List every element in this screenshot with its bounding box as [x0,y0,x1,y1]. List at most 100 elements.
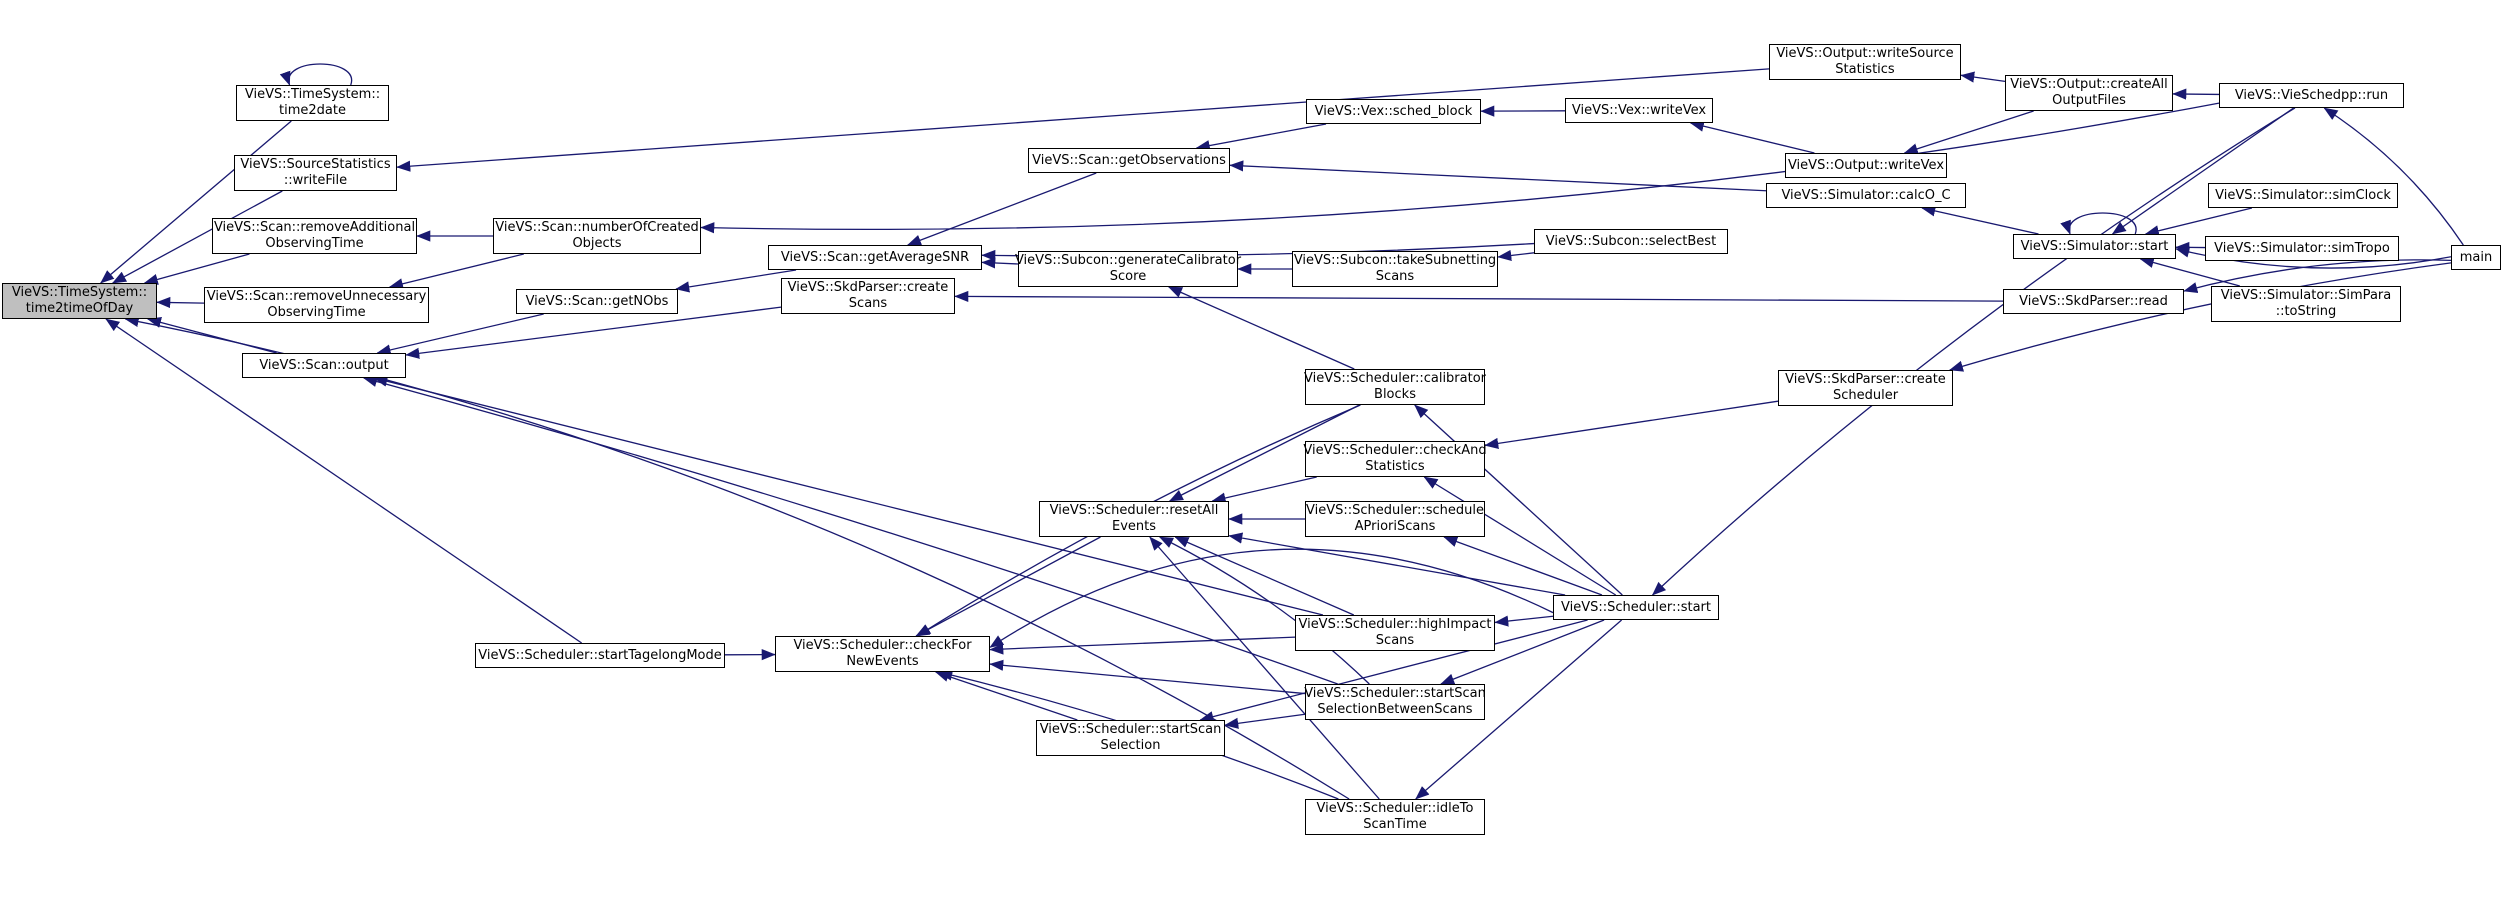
node-label-line: VieVS::Scan::getNObs [525,293,669,309]
node-get-nobs[interactable]: VieVS::Scan::getNObs [516,289,678,314]
node-label-line: VieVS::Vex::writeVex [1571,102,1707,118]
node-ss-write-file[interactable]: VieVS::SourceStatistics::writeFile [234,155,397,191]
node-get-average-snr[interactable]: VieVS::Scan::getAverageSNR [768,245,982,270]
node-time2time-of-day[interactable]: VieVS::TimeSystem::time2timeOfDay [2,283,157,319]
edge-ssWriteFile-to-time2timeOfDay [112,190,283,284]
edge-removeAdditional-to-time2timeOfDay [143,253,250,285]
edge-simStart-to-simStart [2060,212,2137,235]
node-label-line: SelectionBetweenScans [1317,702,1473,717]
node-label-line: VieVS::Scheduler::idleTo [1316,801,1474,816]
node-label-line: VieVS::TimeSystem:: [244,87,381,102]
node-label-line: VieVS::Scheduler::highImpact [1298,617,1492,632]
edge-time2date-to-time2date [279,63,353,86]
node-label-line: VieVS::Scheduler::startScan [1304,686,1486,701]
node-label-line: VieVS::SkdParser::create [787,280,949,295]
node-label-line: ScanTime [1363,817,1427,832]
node-start-tagelong[interactable]: VieVS::Scheduler::startTagelongMode [475,643,725,668]
edge-startTagelong-to-time2timeOfDay [105,318,583,644]
edge-numberOfCreated-to-removeUnnecessary [388,253,524,290]
node-label-line: main [2459,249,2493,265]
node-skd-read[interactable]: VieVS::SkdParser::read [2003,289,2184,314]
node-label-line: Blocks [1374,387,1416,402]
node-label-line: VieVS::Subcon::generateCalibrator [1014,253,1242,268]
edge-highImpact-to-output [373,375,1324,616]
node-label-line: Statistics [1835,62,1895,77]
node-select-best[interactable]: VieVS::Subcon::selectBest [1534,229,1728,254]
edge-schedStart-to-scheduleApriori [1443,536,1603,596]
edge-schedStart-to-calibBlocks [1414,404,1623,596]
node-label-line: VieVS::SkdParser::read [2019,293,2168,309]
node-get-observations[interactable]: VieVS::Scan::getObservations [1028,148,1230,173]
node-label-line: VieVS::Scheduler::checkAnd [1303,443,1487,458]
edge-vieSchedRun-to-numberOfCreated [700,102,2220,234]
node-sim-start[interactable]: VieVS::Simulator::start [2013,234,2176,259]
node-label-line: time2timeOfDay [25,301,134,316]
node-output[interactable]: VieVS::Scan::output [242,353,406,378]
node-label-line: APrioriScans [1354,519,1436,534]
edge-vieSchedRun-to-simStart [2111,107,2294,235]
edge-selectBest-to-takeSubnetting [1497,249,1535,262]
node-vex-write-vex[interactable]: VieVS::Vex::writeVex [1565,98,1713,123]
edge-schedStart-to-resetAll [1228,532,1566,596]
node-sched-block[interactable]: VieVS::Vex::sched_block [1306,99,1481,124]
node-label-line: Score [1109,269,1147,284]
node-label-line: Selection [1100,738,1161,753]
edge-main-to-vieSchedRun [2323,107,2464,246]
node-label-line: VieVS::Scheduler::startScan [1039,722,1222,737]
node-label-line: VieVS::Scheduler::schedule [1306,503,1484,518]
node-vie-sched-run[interactable]: VieVS::VieSchedpp::run [2219,83,2404,108]
node-label-line: VieVS::Output::createAll [2010,77,2168,92]
edge-schedBlock-to-getObservations [1195,123,1327,152]
node-sim-para-to-string[interactable]: VieVS::Simulator::SimPara::toString [2211,286,2401,322]
node-sched-start[interactable]: VieVS::Scheduler::start [1553,595,1719,620]
node-sim-clock[interactable]: VieVS::Simulator::simClock [2208,183,2398,208]
node-label-line: VieVS::Simulator::simClock [2215,187,2391,203]
node-label-line: VieVS::Scheduler::checkFor [793,638,972,653]
edge-skdCreateScheduler-to-checkAndStats [1484,400,1779,449]
node-label-line: ObservingTime [265,236,364,251]
edge-createAllOutput-to-outWriteVex [1903,110,2034,155]
node-calc-oc[interactable]: VieVS::Simulator::calcO_C [1766,183,1966,208]
node-sim-tropo[interactable]: VieVS::Simulator::simTropo [2205,236,2399,261]
node-label-line: VieVS::TimeSystem:: [11,285,148,300]
edge-highImpact-to-resetAll [1174,536,1355,616]
node-label-line: Statistics [1365,459,1425,474]
edge-getNObs-to-output [376,313,544,356]
node-label-line: VieVS::VieSchedpp::run [2234,87,2389,103]
edge-startScanBetween-to-startScanSel [1224,713,1306,729]
node-label-line: VieVS::Subcon::takeSubnetting [1293,253,1497,268]
node-label-line: VieVS::Output::writeVex [1787,157,1945,173]
node-label-line: VieVS::Scan::numberOfCreated [495,220,699,235]
edge-simClock-to-simStart [2144,207,2253,237]
node-main[interactable]: main [2451,245,2501,270]
edge-main-to-skdRead [2183,259,2452,294]
node-out-write-vex[interactable]: VieVS::Output::writeVex [1785,153,1947,178]
edge-idleTo-to-resetAll [1149,536,1380,800]
node-time2date[interactable]: VieVS::TimeSystem::time2date [236,85,389,121]
node-label-line: VieVS::Scheduler::startTagelongMode [478,647,722,663]
edge-startScanSel-to-checkForNew [934,670,1078,721]
node-label-line: Events [1111,519,1156,534]
node-label-line: VieVS::Scheduler::start [1560,599,1711,615]
edge-getAverageSNR-to-getNObs [675,269,797,293]
node-label-line: Objects [572,236,622,251]
edge-resetAll-to-checkForNew [915,536,1101,637]
